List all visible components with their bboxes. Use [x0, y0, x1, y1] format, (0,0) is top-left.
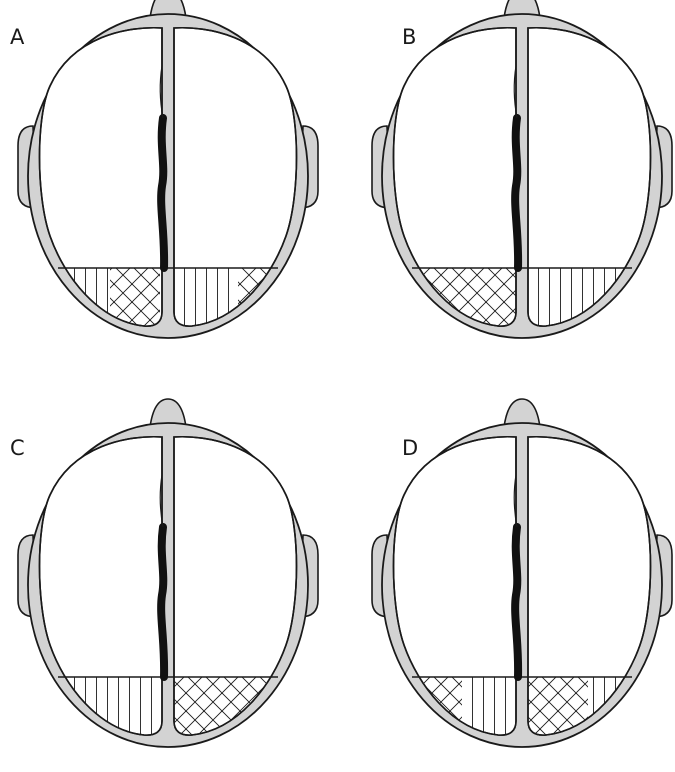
- panel-a-label: A: [10, 25, 25, 49]
- panel-b-label: B: [402, 25, 416, 49]
- panel-b: B: [372, 0, 672, 348]
- central-fissure: [515, 527, 518, 677]
- central-fissure: [161, 527, 164, 677]
- panel-d: D: [372, 399, 672, 757]
- central-fissure: [515, 118, 518, 268]
- central-fissure: [161, 118, 164, 268]
- panel-c: C: [10, 399, 318, 757]
- panel-a: A: [10, 0, 318, 348]
- panel-c-label: C: [10, 436, 25, 460]
- panel-d-label: D: [402, 436, 418, 460]
